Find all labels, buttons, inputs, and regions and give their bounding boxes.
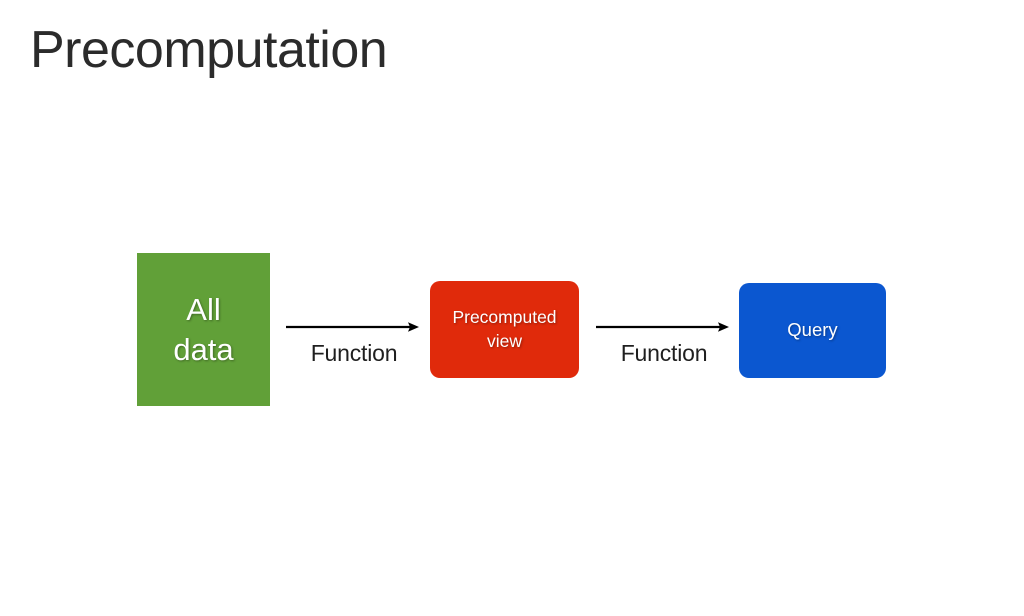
edge-2-label: Function [620,340,708,366]
page-title: Precomputation [30,21,388,79]
node-precomputed-view-label-line1: Precomputed [452,307,557,328]
node-precomputed-view[interactable]: Precomputed view [430,281,579,378]
node-query[interactable]: Query [739,283,886,378]
node-all-data-label-line1: All [186,291,221,327]
edge-precomputed-view-to-query: Function [594,310,734,390]
arrow-right-icon [286,322,419,332]
node-all-data[interactable]: All data [137,253,270,406]
node-precomputed-view-label-line2: view [486,330,522,351]
node-all-data-label: All data [137,290,270,369]
arrow-right-icon [596,322,729,332]
node-all-data-label-line2: data [173,331,234,367]
edge-1-label: Function [310,340,398,366]
edge-all-data-to-precomputed-view: Function [284,310,424,390]
node-precomputed-view-label: Precomputed view [430,306,579,352]
node-query-label: Query [787,319,838,341]
